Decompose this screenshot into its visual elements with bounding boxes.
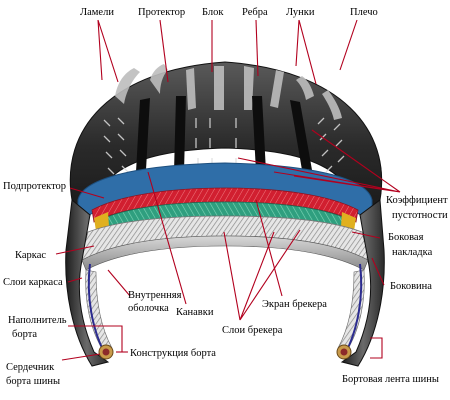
label-sloi-brekera: Слои брекера [222,325,283,336]
label-konstrukciya-borta: Конструкция борта [130,348,216,359]
label-ekran-brekera: Экран брекера [262,299,327,310]
label-lamelli: Ламели [80,7,114,18]
label-napolnitel-line1: Наполнитель [8,315,67,326]
label-serdechnik-line1: Сердечник [6,362,55,373]
label-blok: Блок [202,7,224,18]
label-lunki: Лунки [286,7,315,18]
label-vnutr-line2: оболочка [128,303,169,314]
label-podprotektor: Подпротектор [3,181,66,192]
label-bortovaya-lenta: Бортовая лента шины [342,374,439,385]
label-bokovina: Боковина [390,281,432,292]
label-kanavki: Канавки [176,307,214,318]
left-sidewall [65,199,110,367]
label-karkas: Каркас [15,250,46,261]
labels: Ламели Протектор Блок Ребра Лунки Плечо … [3,7,448,387]
label-koef-line2: пустотности [392,210,448,221]
tread-grooves [136,96,312,172]
label-serdechnik-line2: борта шины [6,376,60,387]
label-bokovaya-line1: Боковая [388,232,424,243]
label-bokovaya-line2: накладка [392,247,433,258]
tire-illustration [65,61,385,367]
label-sloi-karkasa: Слои каркаса [3,277,63,288]
bead-core-right-inner [340,348,348,356]
right-sidewall [340,199,385,367]
bead-core-left-inner [102,348,110,356]
label-rebra: Ребра [242,7,268,18]
label-plecho: Плечо [350,7,378,18]
tread-ribs [115,64,342,120]
label-protector: Протектор [138,7,185,18]
label-koef-line1: Коэффициент [386,195,448,206]
leader-lines [55,19,401,361]
label-napolnitel-line2: борта [12,329,37,340]
label-vnutr-line1: Внутренняя [128,290,182,301]
